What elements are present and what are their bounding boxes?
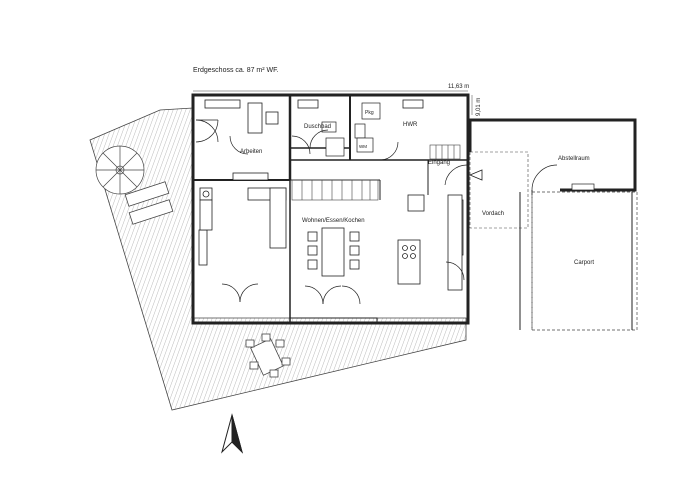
office-desk	[247, 102, 279, 134]
sofa	[247, 187, 287, 249]
bath-fixtures	[321, 102, 381, 157]
carport-outline	[531, 191, 638, 331]
fixture-pkg: Pkg	[365, 110, 374, 116]
spiral-stair	[95, 145, 145, 195]
main-staircase	[291, 179, 379, 201]
room-label-arbeiten: Arbeiten	[240, 149, 262, 155]
dimension-depth: 9,01 m	[476, 98, 482, 116]
room-label-vordach: Vordach	[482, 211, 504, 217]
room-label-duschbad: Duschbad	[304, 124, 331, 130]
room-label-hwr: HWR	[403, 122, 418, 128]
storage-shed	[468, 118, 637, 195]
north-arrow-icon	[221, 413, 243, 454]
room-label-wohnen: Wohnen/Essen/Kochen	[302, 218, 365, 224]
entrance-door	[444, 164, 469, 186]
sun-loungers	[124, 181, 174, 225]
plan-title: Erdgeschoss ca. 87 m² WF.	[193, 67, 279, 74]
dining-table	[307, 227, 360, 277]
stove	[199, 187, 213, 231]
room-label-carport: Carport	[574, 260, 594, 266]
doors	[195, 119, 465, 305]
entry-steps	[429, 144, 461, 160]
carport-posts	[519, 192, 633, 330]
outdoor-dining-set	[245, 333, 291, 378]
room-label-abstellraum: Abstellraum	[558, 156, 590, 162]
terrace	[89, 107, 467, 411]
dimension-width: 11,63 m	[448, 84, 469, 90]
kitchen-island	[397, 239, 421, 285]
fixture-wm: WM	[359, 144, 367, 149]
canopy	[469, 151, 529, 229]
kitchen-counter	[407, 194, 463, 291]
room-label-eingang: Eingang	[428, 160, 450, 166]
entrance-arrow-icon	[468, 169, 483, 181]
